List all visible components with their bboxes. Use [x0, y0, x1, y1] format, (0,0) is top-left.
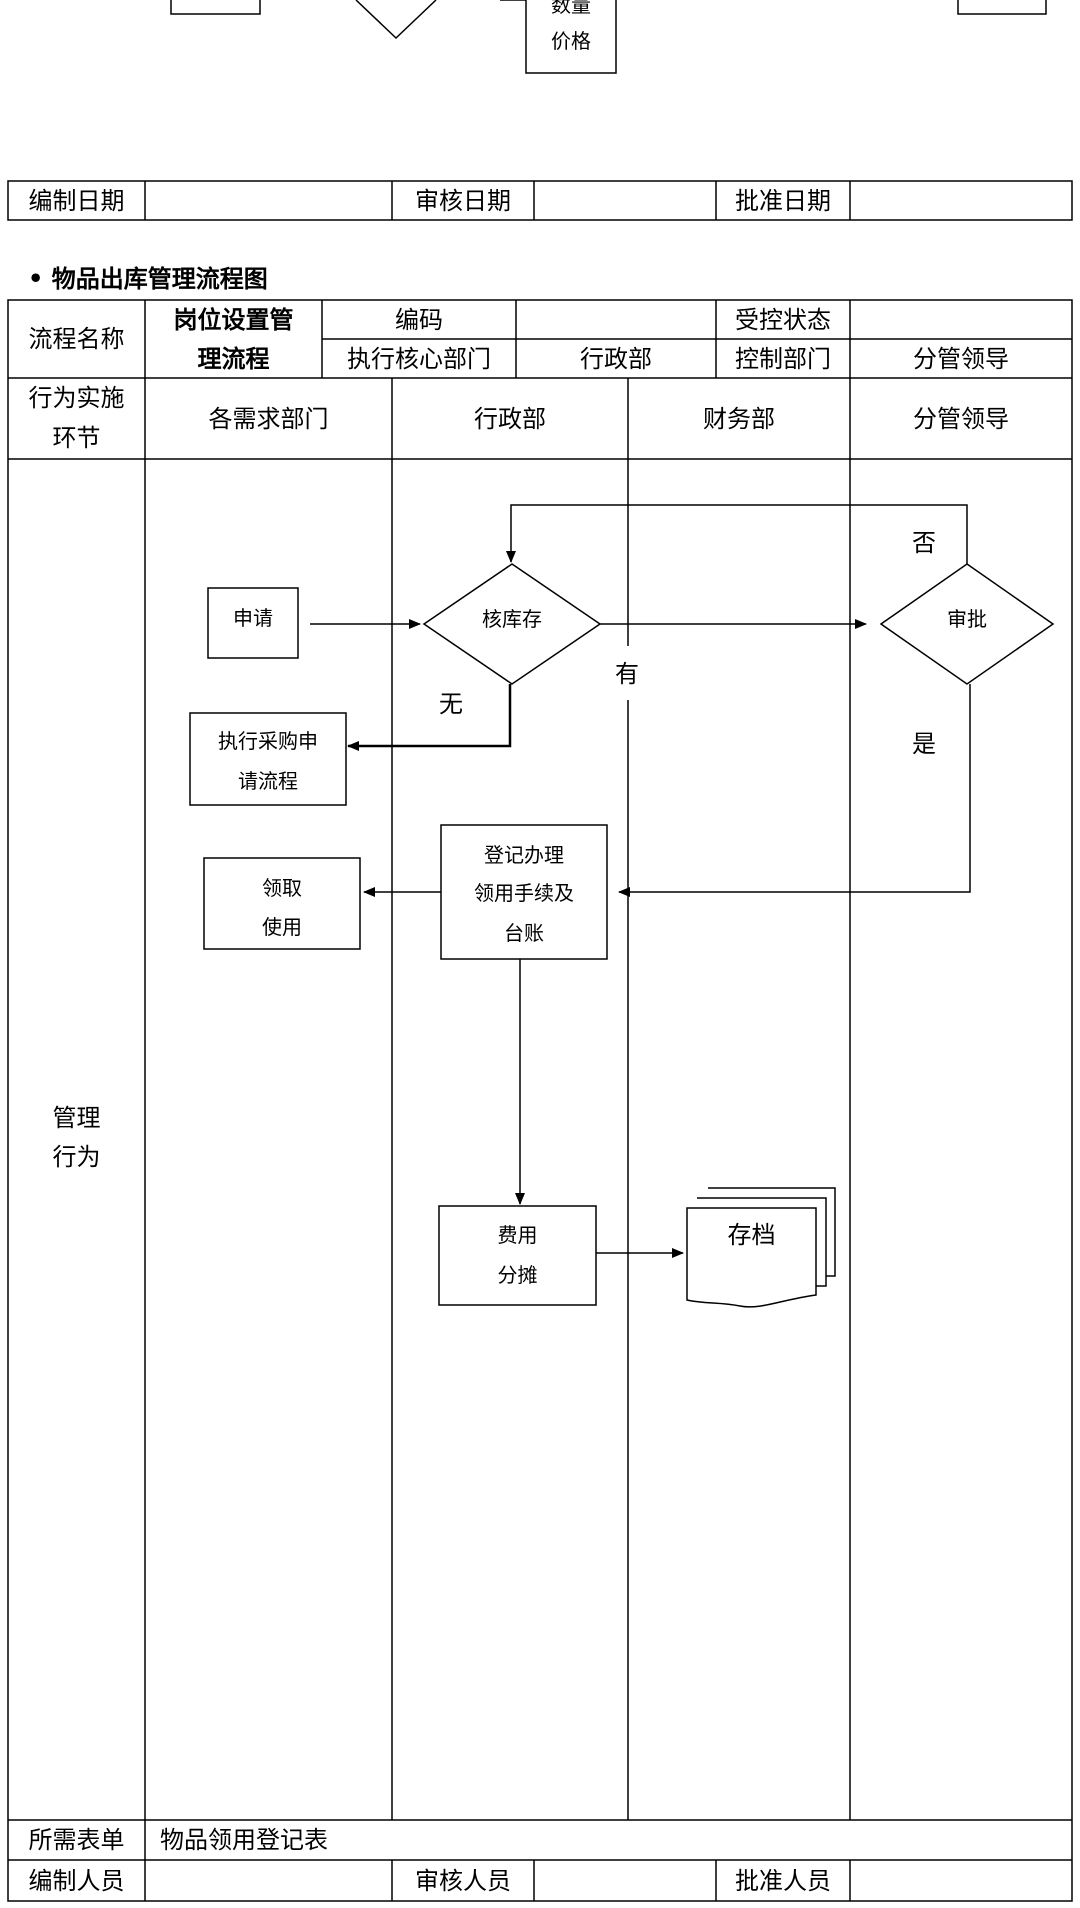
label-none: 无 [439, 690, 463, 718]
box-receive [203, 857, 361, 950]
exec-dept-value: 行政部 [580, 344, 652, 373]
node-register-line3: 台账 [504, 921, 544, 945]
compiler-label: 编制人员 [28, 1866, 125, 1895]
box-purchase [189, 712, 347, 806]
lane-admin-dept: 行政部 [474, 404, 546, 433]
lane-finance-dept: 财务部 [703, 404, 775, 433]
control-dept-value: 分管领导 [913, 344, 1009, 373]
code-label: 编码 [395, 305, 443, 334]
process-name-line1: 岗位设置管 [173, 304, 294, 334]
node-cost-line1: 费用 [497, 1223, 538, 1247]
node-approve: 审批 [947, 607, 987, 631]
doc-front [686, 1207, 817, 1308]
forms-label: 所需表单 [28, 1826, 125, 1854]
lane-demand-depts: 各需求部门 [208, 404, 329, 433]
mgmt-label-line2: 行为 [52, 1143, 101, 1171]
approver-label: 批准人员 [735, 1866, 831, 1895]
node-check-stock: 核库存 [482, 607, 542, 631]
node-register-line2: 领用手续及 [474, 881, 574, 905]
controlled-status-label: 受控状态 [735, 305, 831, 334]
node-apply: 申请 [233, 606, 273, 630]
top-box-quantity-line1: 数量 [551, 0, 591, 17]
process-name-line2: 理流程 [197, 343, 270, 373]
node-receive-line2: 使用 [262, 915, 302, 939]
node-cost-line2: 分摊 [497, 1263, 538, 1287]
node-receive-line1: 领取 [262, 876, 302, 900]
node-purchase-line1: 执行采购申 [218, 729, 318, 753]
lanes-row-label-line1: 行为实施 [28, 384, 125, 412]
doc-mid [697, 1197, 827, 1287]
top-box-left [170, 0, 261, 15]
section-title: • 物品出库管理流程图 [28, 264, 268, 293]
box-cost [438, 1205, 597, 1306]
top-diamond [355, 0, 437, 40]
label-has: 有 [615, 660, 639, 688]
node-archive: 存档 [727, 1221, 776, 1249]
label-yes: 是 [912, 730, 936, 758]
node-register-line1: 登记办理 [484, 843, 564, 867]
approve-date-label: 批准日期 [735, 186, 831, 215]
diamond-approve [879, 563, 1055, 685]
label-no: 否 [912, 529, 936, 557]
exec-dept-label: 执行核心部门 [347, 344, 491, 373]
doc-back [708, 1187, 836, 1277]
reviewer-label: 审核人员 [415, 1866, 511, 1895]
top-box-right [957, 0, 1047, 15]
mgmt-label-line1: 管理 [52, 1104, 101, 1132]
lanes-row-label-line2: 环节 [52, 424, 101, 452]
top-box-price-line: 价格 [551, 29, 591, 53]
control-dept-label: 控制部门 [735, 344, 831, 373]
top-box-quantity [525, 0, 617, 74]
node-purchase-line2: 请流程 [238, 769, 298, 793]
forms-value: 物品领用登记表 [160, 1826, 328, 1854]
box-apply [207, 587, 299, 659]
process-name-label: 流程名称 [28, 325, 125, 353]
diamond-check-stock [422, 563, 602, 685]
compile-date-label: 编制日期 [28, 186, 125, 215]
review-date-label: 审核日期 [415, 186, 511, 215]
lane-leader: 分管领导 [913, 404, 1009, 433]
